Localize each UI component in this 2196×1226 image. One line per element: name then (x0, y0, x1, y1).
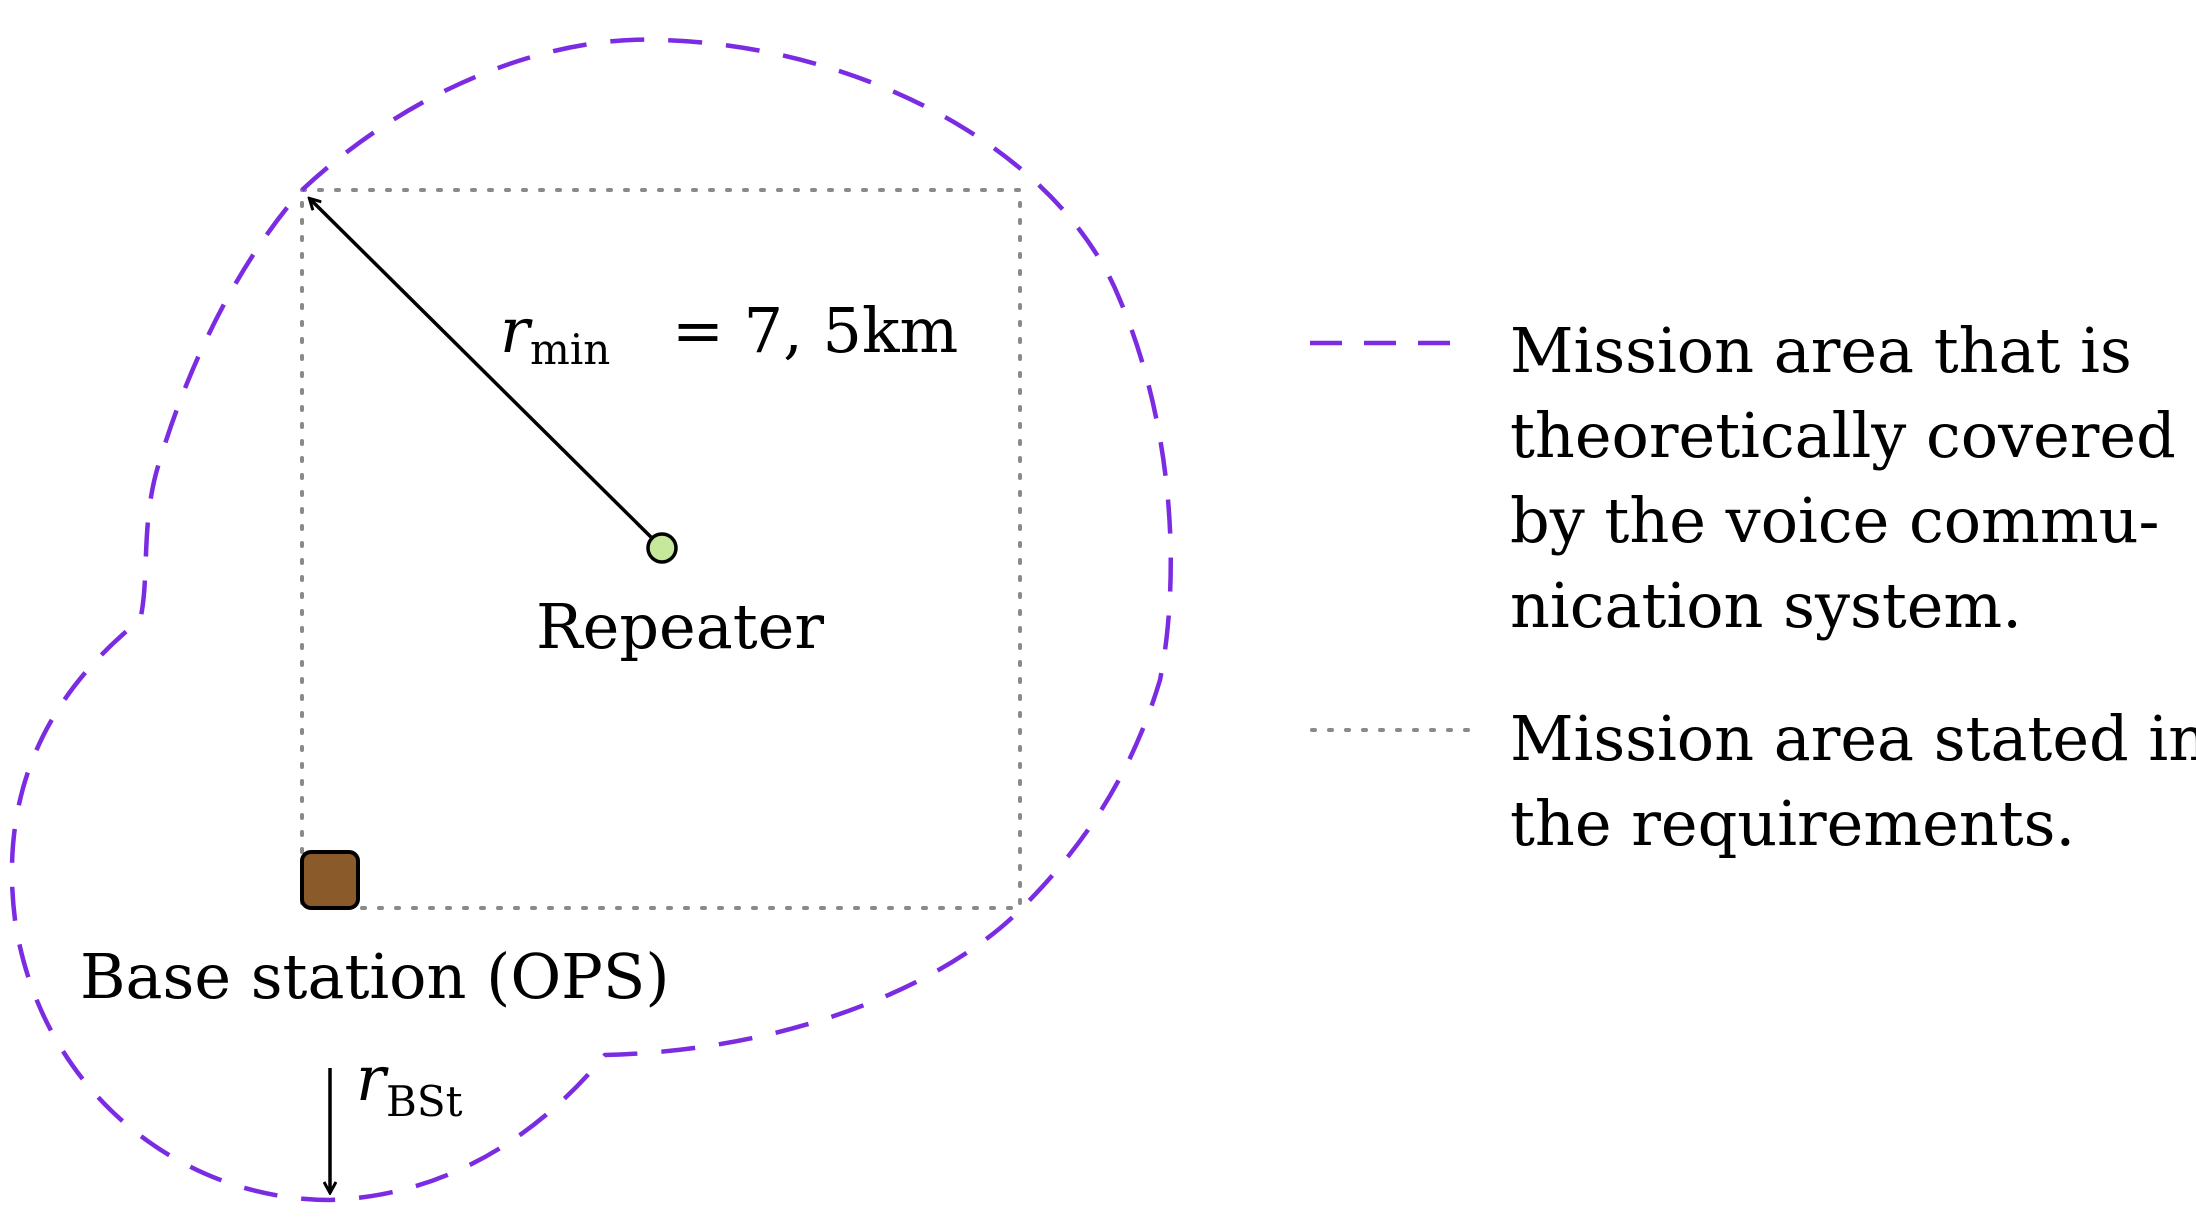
coverage-area-outline (9, 37, 1173, 1203)
base-station-label: Base station (OPS) (80, 940, 670, 1013)
r-min-subscript: min (530, 325, 610, 374)
base-station-marker (300, 850, 360, 910)
r-bst-subscript: BSt (386, 1077, 463, 1126)
r-bst-symbol: r (356, 1042, 389, 1115)
r-min-symbol: r (500, 294, 533, 367)
legend: Mission area that is theoretically cover… (1310, 314, 2196, 860)
repeater-marker (646, 532, 678, 564)
r-min-arrow (310, 199, 664, 550)
repeater-label: Repeater (536, 590, 824, 663)
r-min-value: = 7, 5km (672, 294, 958, 367)
requirement-area-square (300, 188, 1022, 910)
legend-entry-coverage: Mission area that is theoretically cover… (1510, 314, 2196, 642)
legend-entry-requirements: Mission area stated in the requirements. (1510, 702, 2196, 860)
